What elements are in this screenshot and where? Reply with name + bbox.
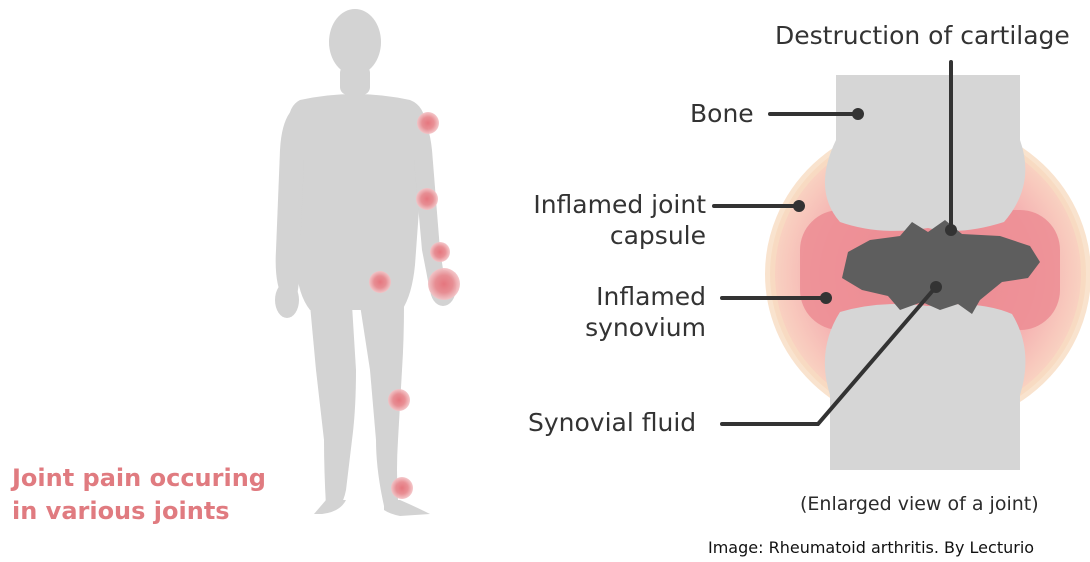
joint-diagram [714, 62, 1086, 470]
pain-spot-knee [388, 389, 410, 411]
pain-spot-hip [369, 271, 391, 293]
torso [288, 94, 425, 310]
joint-pain-caption: Joint pain occuring in various joints [12, 462, 266, 528]
label-inflamed-joint-capsule-line1: Inflamed joint [520, 189, 706, 220]
joint-diagram-caption: (Enlarged view of a joint) [800, 493, 1039, 515]
joint-pain-caption-line2: in various joints [12, 495, 266, 528]
pain-spot-hand [428, 268, 460, 300]
pain-spot-elbow [416, 188, 438, 210]
pain-spot-ankle [391, 477, 413, 499]
left-leg [310, 305, 356, 506]
joint-pain-caption-line1: Joint pain occuring [12, 462, 266, 495]
label-inflamed-synovium-line1: Inflamed [540, 281, 706, 312]
label-inflamed-synovium: Inflamed synovium [540, 281, 706, 343]
right-foot [384, 500, 430, 516]
neck [340, 65, 370, 95]
pain-spot-shoulder [417, 112, 439, 134]
label-synovial-fluid: Synovial fluid [528, 407, 696, 438]
label-inflamed-synovium-line2: synovium [540, 312, 706, 343]
human-silhouette [275, 9, 456, 516]
label-inflamed-joint-capsule: Inflamed joint capsule [520, 189, 706, 251]
label-destruction-of-cartilage: Destruction of cartilage [775, 20, 1070, 51]
label-bone: Bone [690, 98, 754, 129]
pain-spot-wrist [430, 242, 450, 262]
left-foot [314, 500, 346, 514]
label-inflamed-joint-capsule-line2: capsule [520, 220, 706, 251]
left-hand [275, 282, 299, 318]
image-credit: Image: Rheumatoid arthritis. By Lecturio [708, 538, 1034, 557]
upper-bone [825, 75, 1025, 231]
lower-bone [825, 304, 1026, 470]
